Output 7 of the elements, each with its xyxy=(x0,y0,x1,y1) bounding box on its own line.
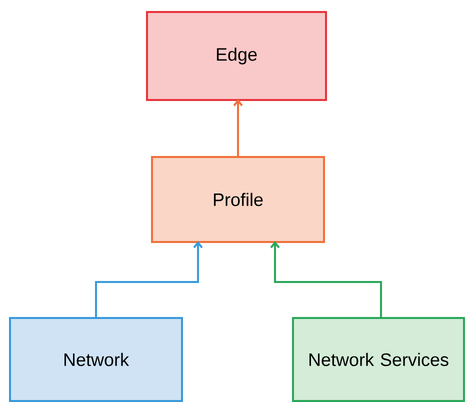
process-box: Profile xyxy=(151,156,325,243)
arrow xyxy=(233,99,243,158)
arrow xyxy=(270,241,382,319)
process-box: Network xyxy=(9,317,183,402)
process-box: Network Services xyxy=(292,317,465,402)
process-box: Edge xyxy=(146,11,327,101)
arrow xyxy=(95,241,203,319)
